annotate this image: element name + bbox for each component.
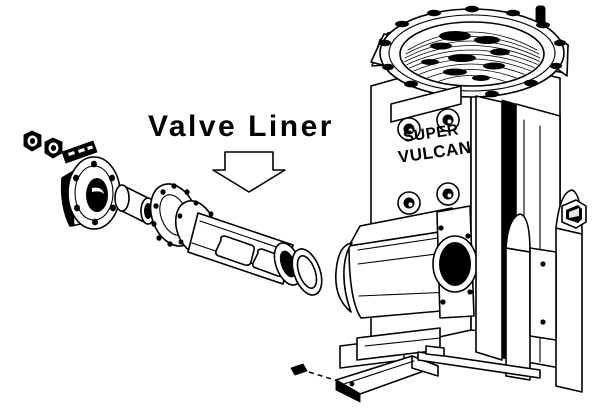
hex-nut-1 bbox=[23, 130, 42, 152]
housing-left-cap bbox=[334, 242, 353, 313]
frame-post-left bbox=[505, 247, 531, 381]
liner-port-1 bbox=[215, 235, 255, 266]
liner-right-bore bbox=[279, 250, 297, 278]
callout-title: Valve Liner bbox=[148, 110, 334, 143]
threaded-stud bbox=[61, 140, 98, 164]
down-arrow bbox=[212, 151, 286, 193]
front-bolt-4 bbox=[436, 182, 460, 206]
seal-ring-inner bbox=[296, 254, 318, 290]
handle-bar-hole bbox=[349, 381, 355, 387]
liner-housing bbox=[334, 205, 478, 319]
side-hex-nut bbox=[561, 199, 587, 229]
hub-bore bbox=[86, 178, 108, 212]
nameplate-window bbox=[390, 85, 462, 123]
bracket-bolts bbox=[540, 261, 546, 325]
seal-ring bbox=[291, 248, 323, 296]
front-bolt-2 bbox=[436, 108, 460, 132]
sleeve-left-end bbox=[114, 184, 130, 212]
housing-face-bolts bbox=[438, 225, 473, 305]
post-cap-left bbox=[505, 213, 531, 253]
flanged-hub bbox=[60, 156, 121, 230]
top-flange-mid bbox=[388, 14, 556, 92]
housing-bore bbox=[439, 242, 471, 286]
housing-barrel bbox=[348, 229, 453, 319]
top-bore-hatching bbox=[403, 31, 542, 85]
frame-post-right bbox=[555, 227, 583, 393]
dowel-pin bbox=[290, 363, 308, 376]
hub-bolt-holes bbox=[73, 160, 116, 226]
handle-bar bbox=[335, 355, 439, 403]
frame-bracket bbox=[529, 247, 557, 341]
front-bolt-3 bbox=[397, 191, 421, 215]
stud-threads bbox=[68, 145, 93, 156]
valve-liner-assembly-parts bbox=[23, 130, 323, 296]
cross-bar-lug bbox=[425, 345, 445, 357]
machine-right-frame bbox=[475, 95, 587, 393]
cross-bar bbox=[417, 351, 541, 379]
super-vulcan-machine: SUPER VULCAN bbox=[290, 5, 587, 403]
front-bolt-1 bbox=[397, 117, 421, 141]
front-panel-bolts bbox=[397, 108, 460, 215]
dowel-pin-assembly bbox=[290, 363, 339, 382]
